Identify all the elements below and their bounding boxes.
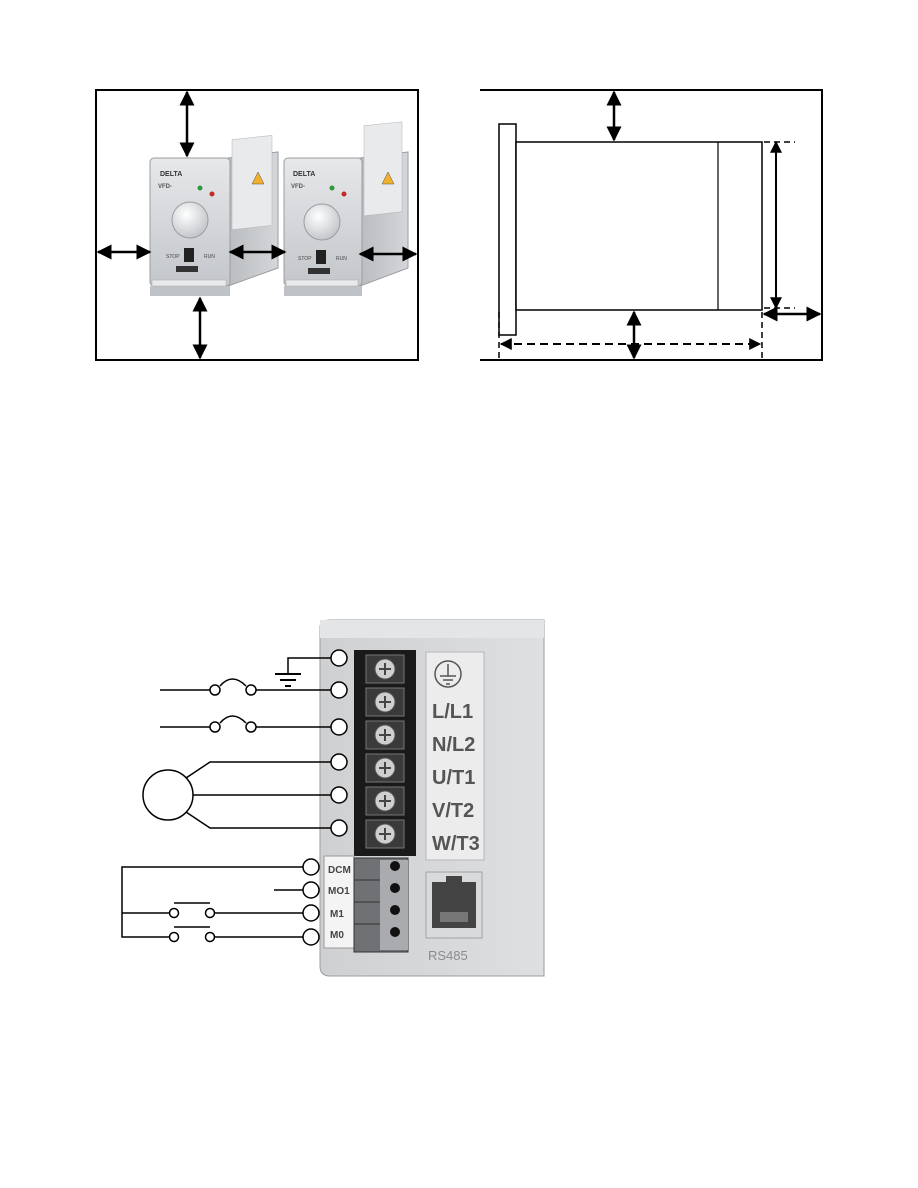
l1-breaker-contact-b bbox=[245, 684, 257, 696]
ground-wire bbox=[287, 657, 331, 674]
terminal-label-t1: U/T1 bbox=[432, 767, 475, 789]
wire-point-l2 bbox=[330, 718, 348, 736]
control-label-mo1: MO1 bbox=[328, 886, 350, 897]
ground-symbol-icon bbox=[434, 660, 462, 688]
drive2-power-led bbox=[329, 185, 335, 191]
drive2-run-label: RUN bbox=[336, 256, 347, 262]
terminal-label-t3: W/T3 bbox=[432, 833, 480, 855]
m0-switch-contact-a bbox=[168, 931, 180, 943]
t1-motor-wire bbox=[185, 761, 331, 779]
drive2-stop-label: STOP bbox=[298, 256, 312, 262]
contact-points bbox=[168, 684, 257, 943]
side-clearance-diagram bbox=[480, 89, 823, 361]
control-screw-dcm bbox=[390, 861, 400, 871]
dcm-common-wire bbox=[121, 866, 303, 938]
drive1-model: VFD- bbox=[158, 184, 172, 190]
power-terminal-screws bbox=[365, 654, 405, 849]
wire-point-l1 bbox=[330, 681, 348, 699]
terminal-label-t2: V/T2 bbox=[432, 800, 474, 822]
wire-point-m0 bbox=[302, 928, 320, 946]
terminal-screw-t3 bbox=[365, 819, 405, 849]
side-front-panel bbox=[498, 123, 517, 336]
control-screw-mo1 bbox=[390, 883, 400, 893]
l2-breaker-contact-a bbox=[209, 721, 221, 733]
terminal-screw-l1 bbox=[365, 687, 405, 717]
wire-point-dcm bbox=[302, 858, 320, 876]
motor-icon bbox=[142, 769, 194, 821]
drive2-stop-run-switch bbox=[316, 250, 326, 264]
drive1-run-label: RUN bbox=[204, 254, 215, 260]
wire-point-mo1 bbox=[302, 881, 320, 899]
terminal-label-l1: L/L1 bbox=[432, 701, 473, 723]
control-label-strip bbox=[323, 855, 355, 949]
side-body bbox=[515, 141, 763, 311]
control-screw-m0 bbox=[390, 927, 400, 937]
m1-switch-contact-b bbox=[204, 907, 216, 919]
drive-unit-1: DELTA VFD- STOP RUN bbox=[149, 135, 279, 296]
wire-point-t3 bbox=[330, 819, 348, 837]
l2-breaker-icon bbox=[219, 715, 247, 724]
external-wiring bbox=[121, 657, 331, 938]
drive2-fwd-rev-switch bbox=[308, 268, 330, 274]
drive-unit-2: DELTA VFD- STOP RUN bbox=[283, 121, 409, 296]
control-screw-m1 bbox=[390, 905, 400, 915]
wire-point-t2 bbox=[330, 786, 348, 804]
drive1-power-led bbox=[197, 185, 203, 191]
terminal-screw-t2 bbox=[365, 786, 405, 816]
drive2-speed-knob bbox=[303, 203, 341, 241]
terminal-screw-l2 bbox=[365, 720, 405, 750]
wire-point-ground bbox=[330, 649, 348, 667]
control-label-dcm: DCM bbox=[328, 865, 351, 876]
drive1-fwd-rev-switch bbox=[176, 266, 198, 272]
l2-breaker-contact-b bbox=[245, 721, 257, 733]
rs485-label: RS485 bbox=[428, 948, 468, 963]
drive1-brand: DELTA bbox=[160, 171, 182, 178]
drive1-stop-label: STOP bbox=[166, 254, 180, 260]
drive-panel-top-edge bbox=[320, 620, 544, 638]
m0-switch-contact-b bbox=[204, 931, 216, 943]
terminal-screw-ground bbox=[365, 654, 405, 684]
side-frame bbox=[480, 89, 823, 361]
drive2-model: VFD- bbox=[291, 184, 305, 190]
front-clearance-diagram: DELTA VFD- STOP RUN DELTA VFD- STOP bbox=[95, 89, 419, 361]
terminal-screw-t1 bbox=[365, 753, 405, 783]
m1-switch-contact-a bbox=[168, 907, 180, 919]
l1-breaker-icon bbox=[219, 678, 247, 687]
drive1-speed-knob bbox=[171, 201, 209, 239]
wiring-terminal-circles bbox=[302, 649, 348, 946]
wire-point-t1 bbox=[330, 753, 348, 771]
wire-point-m1 bbox=[302, 904, 320, 922]
drive2-alarm-led bbox=[341, 191, 347, 197]
drive1-alarm-led bbox=[209, 191, 215, 197]
drive1-stop-run-switch bbox=[184, 248, 194, 262]
control-label-m1: M1 bbox=[330, 909, 344, 920]
terminal-label-panel bbox=[425, 651, 485, 861]
terminal-label-l2: N/L2 bbox=[432, 734, 475, 756]
wiring-diagram: L/L1 N/L2 U/T1 V/T2 W/T3 DCM MO1 M1 M0 R… bbox=[121, 619, 545, 977]
l1-breaker-contact-a bbox=[209, 684, 221, 696]
control-label-m0: M0 bbox=[330, 930, 344, 941]
t3-motor-wire bbox=[185, 811, 331, 829]
drive2-brand: DELTA bbox=[293, 171, 315, 178]
